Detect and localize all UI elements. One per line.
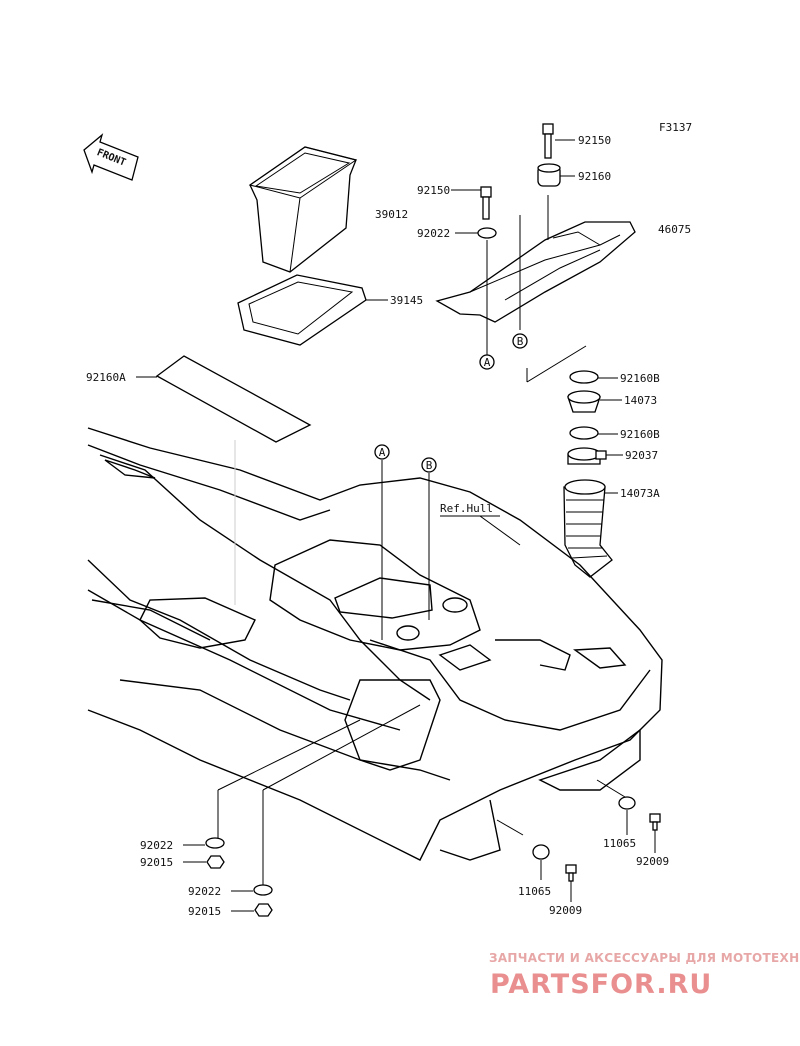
part-92015-b2: 92015 [188, 905, 221, 918]
part-92022-b1: 92022 [140, 839, 173, 852]
gasket-39145 [237, 274, 367, 346]
screw-92009-center [565, 864, 577, 882]
o-ring-92160B-1 [569, 370, 599, 384]
clamp-92037 [567, 447, 607, 465]
part-39145: 39145 [390, 294, 423, 307]
part-92160: 92160 [578, 170, 611, 183]
callout-a-hull: A [374, 444, 390, 460]
figure-code: F3137 [659, 121, 692, 134]
screw-92009-right [649, 813, 661, 831]
o-ring-92160B-2 [569, 426, 599, 440]
bushing-92160 [537, 163, 561, 187]
part-92160B-2: 92160B [620, 428, 660, 441]
part-11065-right: 11065 [603, 837, 636, 850]
nut-92015-b1 [206, 855, 225, 869]
part-14073A: 14073A [620, 487, 660, 500]
svg-text:A: A [484, 356, 491, 369]
callout-a-top: A [479, 354, 495, 370]
part-92037: 92037 [625, 449, 658, 462]
part-39012: 39012 [375, 208, 408, 221]
watermark-logo: ЗАПЧАСТИ И АКСЕССУАРЫ ДЛЯ МОТОТЕХНИКИ PA… [489, 951, 800, 1000]
part-92022-b2: 92022 [188, 885, 221, 898]
part-92150-top: 92150 [578, 134, 611, 147]
grommet-11065-center [532, 844, 550, 860]
part-92009-center: 92009 [549, 904, 582, 917]
storage-bucket-39012 [248, 146, 358, 273]
washer-92022-top [477, 227, 497, 239]
pad-92160A [155, 355, 312, 443]
part-92009-right: 92009 [636, 855, 669, 868]
callout-b-top: B [512, 333, 528, 349]
callout-b-hull: B [421, 457, 437, 473]
part-11065-center: 11065 [518, 885, 551, 898]
part-46075: 46075 [658, 223, 691, 236]
svg-text:B: B [426, 459, 433, 472]
part-92150-left: 92150 [417, 184, 450, 197]
washer-92022-b1 [205, 837, 225, 849]
part-14073: 14073 [624, 394, 657, 407]
hose-14073A [563, 479, 613, 578]
bolt-92150-left [480, 186, 492, 220]
part-92160A: 92160A [86, 371, 126, 384]
svg-text:B: B [517, 335, 524, 348]
ref-hull-label: Ref.Hull [440, 502, 493, 515]
part-number-labels: 92150 92160 92150 39012 46075 92022 3914… [86, 134, 691, 918]
grommet-11065-right [618, 796, 636, 810]
bolt-92150-top [542, 123, 554, 159]
svg-text:A: A [379, 446, 386, 459]
part-92015-b1: 92015 [140, 856, 173, 869]
grab-handle-46075 [435, 221, 636, 323]
watermark-tagline: ЗАПЧАСТИ И АКСЕССУАРЫ ДЛЯ МОТОТЕХНИКИ [489, 951, 800, 965]
part-92022-top: 92022 [417, 227, 450, 240]
front-arrow-icon: FRONT [83, 133, 139, 181]
watermark-brand: PARTSFOR.RU [490, 969, 712, 1000]
washer-92022-b2 [253, 884, 273, 896]
part-92160B-1: 92160B [620, 372, 660, 385]
nut-92015-b2 [254, 903, 273, 917]
fitting-14073 [567, 390, 601, 413]
hull-reference-outline [87, 427, 663, 861]
